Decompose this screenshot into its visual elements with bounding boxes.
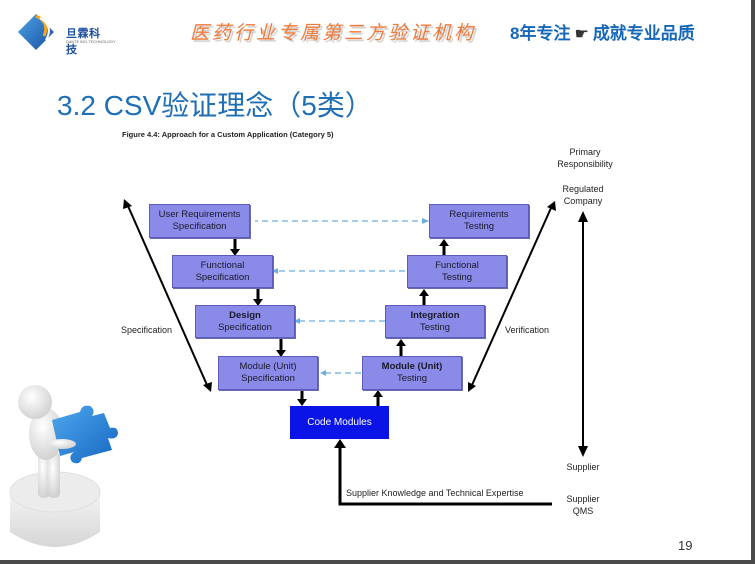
- person-with-puzzle-illustration: [9, 385, 118, 547]
- tagline-left: 8年专注: [510, 24, 571, 43]
- header-slogan: 医药行业专属第三方验证机构: [190, 22, 477, 44]
- code-modules-box: Code Modules: [290, 406, 389, 439]
- header-tagline: 8年专注☛成就专业品质: [510, 19, 695, 44]
- logo-text: 旦霖科技: [66, 28, 101, 56]
- supplier-knowledge-label: Supplier Knowledge and Technical Experti…: [346, 488, 524, 498]
- primary-responsibility-heading: Primary Responsibility: [557, 147, 613, 169]
- verification-label: Verification: [505, 325, 550, 335]
- test-box-integration: Integration Testing: [385, 305, 485, 338]
- trace-link-module-head: [320, 370, 326, 376]
- test-box-module-unit: Module (Unit) Testing: [362, 356, 462, 390]
- company-logo: 旦霖科技 DANTE BIO-TECHNOLOGY: [14, 10, 116, 56]
- logo-diamond-icon: [18, 14, 54, 50]
- specification-label: Specification: [121, 325, 173, 335]
- spec-box-design: Design Specification: [195, 305, 295, 338]
- pointing-hand-icon: ☛: [574, 26, 589, 43]
- test-box-functional: Functional Testing: [407, 255, 507, 288]
- supplier-label: Supplier: [566, 462, 600, 472]
- figure-caption: Figure 4.4: Approach for a Custom Applic…: [122, 130, 334, 139]
- supplier-qms-label: Supplier QMS: [566, 494, 600, 516]
- page-number: 19: [678, 538, 693, 553]
- test-box-requirements: Requirements Testing: [429, 204, 529, 238]
- window-edge-right: [751, 0, 755, 564]
- slide-title: 3.2 CSV验证理念（5类）: [57, 90, 373, 121]
- spec-box-functional: Functional Specification: [172, 255, 273, 288]
- spec-box-user-requirements: User Requirements Specification: [149, 204, 250, 238]
- regulated-company-label: Regulated Company: [562, 184, 604, 206]
- spec-box-module-unit: Module (Unit) Specification: [218, 356, 318, 390]
- logo-subtext: DANTE BIO-TECHNOLOGY: [66, 40, 116, 44]
- tagline-right: 成就专业品质: [592, 24, 695, 43]
- window-edge-bottom: [0, 560, 755, 564]
